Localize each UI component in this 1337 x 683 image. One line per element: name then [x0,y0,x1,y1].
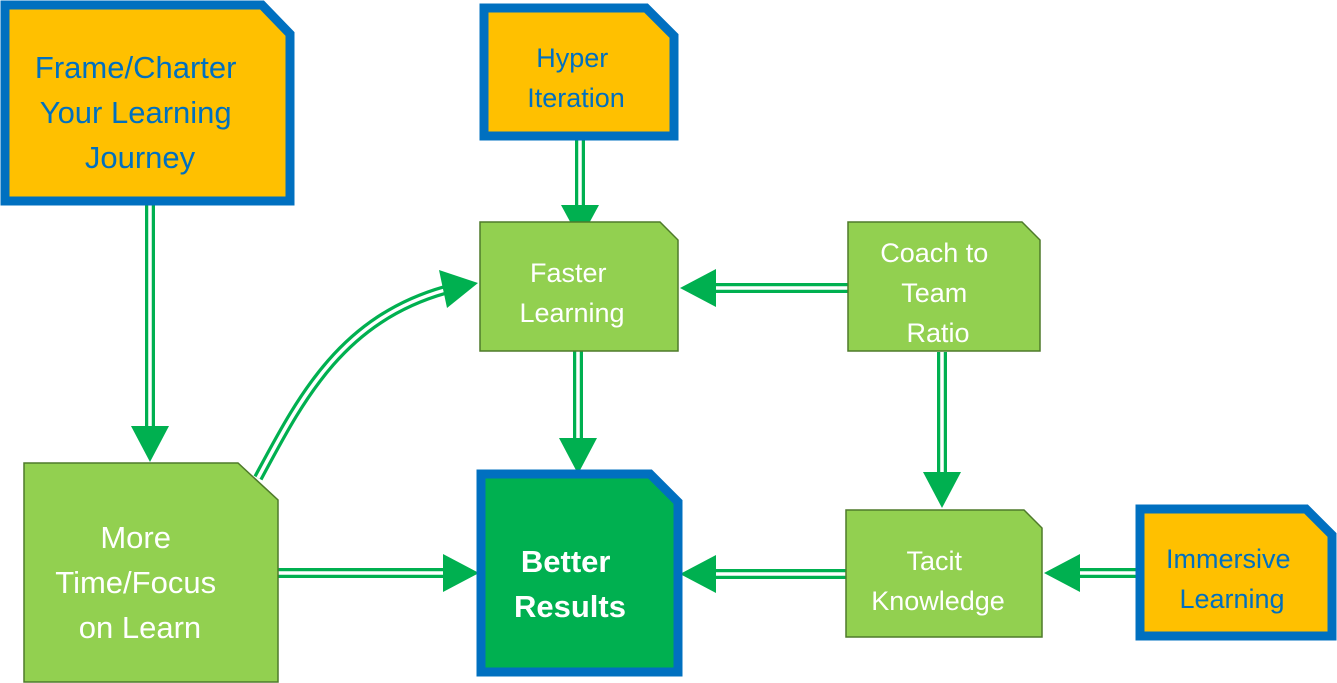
edge-coach-to-faster [680,269,848,307]
faster-learning-line-1: Faster [530,258,607,288]
node-better-results: Better Results [476,469,683,677]
better-results-line-2: Results [514,589,626,624]
coach-ratio-line-2: Team [901,278,967,308]
better-results-line-1: Better [521,544,611,579]
tacit-knowledge-line-1: Tacit [906,546,962,576]
svg-text:More Time/Focus on: More Time/Focus on Learn [55,520,224,645]
edge-more-time-to-faster [253,270,478,481]
more-time-line-1: More [100,520,171,555]
coach-ratio-line-3: Ratio [906,318,969,348]
frame-charter-line-2: Your Learning [40,95,232,130]
svg-text:Coach to Team Rati: Coach to Team Ratio [880,238,996,348]
svg-text:Better Results: Better Results [514,544,626,624]
immersive-learning-line-1: Immersive [1166,544,1291,574]
frame-charter-line-3: Journey [85,140,196,175]
more-time-line-3: on Learn [79,610,201,645]
svg-text:Immersive Learning: Immersive Learning [1166,544,1298,614]
edge-frame-to-more-time [131,202,169,462]
edge-coach-to-tacit [923,352,961,508]
hyper-iteration-line-1: Hyper [536,43,608,73]
edge-immersive-to-tacit [1044,554,1137,592]
tacit-knowledge-line-2: Knowledge [871,586,1005,616]
svg-text:Tacit Knowledge: Tacit Knowledge [871,546,1005,616]
edge-tacit-to-better [680,555,846,593]
svg-text:Frame/Charter Your Learn: Frame/Charter Your Learning Journey [35,50,245,175]
more-time-line-2: Time/Focus [55,565,216,600]
frame-charter-line-1: Frame/Charter [35,50,237,85]
svg-text:Faster Learning: Faster Learning [519,258,624,328]
node-more-time: More Time/Focus on Learn [23,462,279,683]
node-immersive-learning: Immersive Learning [1135,504,1337,641]
node-coach-ratio: Coach to Team Ratio [847,221,1041,352]
hyper-iteration-line-2: Iteration [527,83,625,113]
svg-text:Hyper Iteration: Hyper Iteration [527,43,625,113]
node-tacit-knowledge: Tacit Knowledge [845,509,1043,638]
node-hyper-iteration: Hyper Iteration [479,3,679,141]
node-frame-charter: Frame/Charter Your Learning Journey [0,0,295,206]
immersive-learning-line-2: Learning [1179,584,1284,614]
edge-more-time-to-better [278,554,479,592]
faster-learning-line-2: Learning [519,298,624,328]
coach-ratio-line-1: Coach to [880,238,988,268]
edge-faster-to-better [559,350,597,474]
node-faster-learning: Faster Learning [479,221,679,352]
